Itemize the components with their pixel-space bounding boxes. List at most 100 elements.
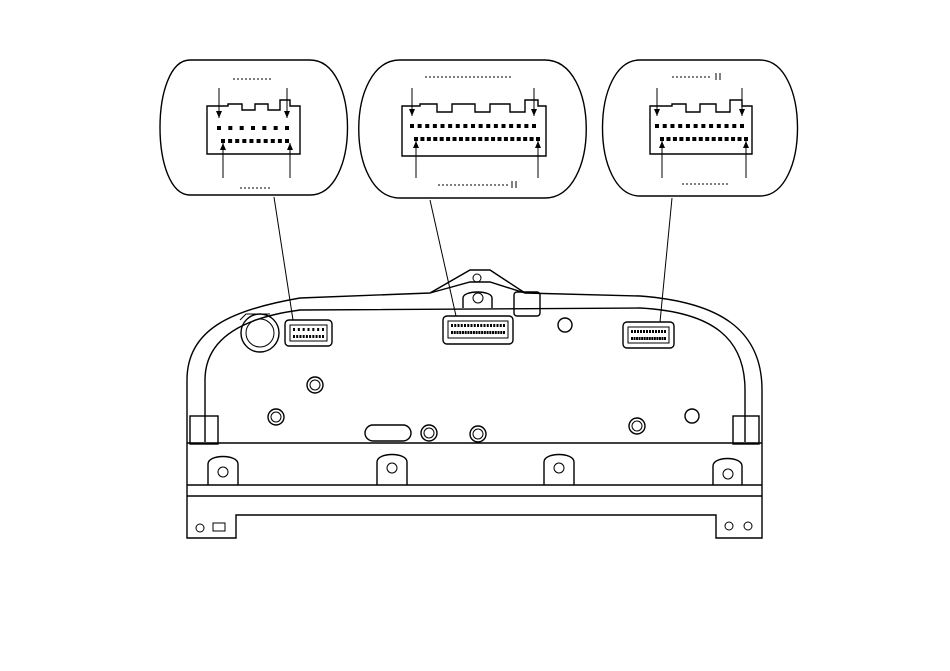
pin-top: [239, 126, 244, 130]
pin-bottom: [658, 337, 661, 340]
pin-top: [251, 126, 255, 130]
pin-bottom: [414, 137, 418, 141]
pin-top: [509, 124, 514, 128]
pin-bottom: [242, 139, 247, 143]
pin-top: [477, 324, 479, 327]
pin-bottom: [322, 335, 324, 338]
pin-bottom: [461, 331, 464, 334]
pin-bottom: [312, 335, 315, 338]
pin-top: [451, 324, 453, 327]
pin-top: [670, 124, 675, 128]
pin-bottom: [472, 331, 475, 334]
pin-top: [480, 324, 483, 327]
pin-top: [516, 124, 521, 128]
pin-bottom: [484, 137, 489, 141]
pin-bottom: [471, 137, 476, 141]
pin-top: [483, 324, 486, 327]
pin-bottom: [646, 337, 649, 340]
pin-top: [649, 330, 651, 333]
pin-bottom: [648, 337, 651, 340]
cluster-housing: [186, 269, 763, 539]
arrow-head: [659, 141, 665, 148]
callout-right: [601, 59, 799, 197]
pin-bottom: [503, 331, 505, 334]
pin-bottom: [439, 137, 444, 141]
pin-top: [662, 124, 667, 128]
pin-bottom: [296, 335, 299, 338]
pin-top: [317, 328, 320, 331]
pin-top: [322, 328, 324, 331]
pin-top: [473, 324, 476, 327]
pin-top: [655, 124, 659, 128]
pin-bottom: [489, 331, 492, 334]
pin-bottom: [458, 137, 463, 141]
pin-bottom: [651, 337, 654, 340]
pin-top: [455, 124, 460, 128]
pin-bottom: [679, 137, 684, 141]
pin-top: [716, 124, 721, 128]
pin-bottom: [478, 331, 481, 334]
pin-top: [448, 124, 453, 128]
pin-bottom: [293, 335, 295, 338]
pin-top: [493, 324, 496, 327]
mounted-connector-center: [442, 315, 514, 345]
pin-top: [486, 324, 489, 327]
pin-bottom: [464, 331, 467, 334]
pin-top: [678, 124, 683, 128]
pin-top: [228, 126, 233, 130]
pin-bottom: [653, 337, 656, 340]
callout-center: [358, 59, 587, 199]
pin-bottom: [744, 137, 748, 141]
pin-bottom: [228, 139, 233, 143]
pin-top: [467, 324, 470, 327]
pin-top: [634, 330, 636, 333]
pin-bottom: [426, 137, 431, 141]
pin-bottom: [235, 139, 240, 143]
pin-top: [637, 330, 639, 333]
pin-bottom: [263, 139, 268, 143]
pin-bottom: [737, 137, 742, 141]
pin-top: [709, 124, 714, 128]
pin-bottom: [481, 331, 484, 334]
pin-top: [643, 330, 645, 333]
pin-top: [297, 328, 300, 331]
mounting-holes: [267, 317, 700, 443]
pin-top: [655, 330, 657, 333]
pin-bottom: [711, 137, 716, 141]
pin-bottom: [305, 335, 308, 338]
pin-top: [503, 324, 505, 327]
pin-top: [661, 330, 663, 333]
arrow-head: [216, 111, 222, 118]
pin-bottom: [451, 331, 453, 334]
pin-top: [631, 330, 633, 333]
pin-top: [285, 126, 289, 130]
pin-top: [454, 324, 457, 327]
pin-bottom: [494, 331, 497, 334]
pin-top: [701, 124, 706, 128]
pin-top: [460, 324, 463, 327]
pin-bottom: [491, 137, 496, 141]
pin-top: [417, 124, 422, 128]
pin-top: [410, 124, 414, 128]
pin-bottom: [500, 331, 503, 334]
arrow-head: [409, 109, 415, 116]
pin-bottom: [475, 331, 478, 334]
pin-top: [724, 124, 729, 128]
pin-bottom: [486, 331, 489, 334]
pin-bottom: [309, 335, 312, 338]
pin-bottom: [672, 137, 677, 141]
pin-pointer-arrows: [216, 88, 749, 178]
pin-top: [432, 124, 437, 128]
pin-bottom: [536, 137, 540, 141]
arrow-head: [531, 109, 537, 116]
pin-bottom: [497, 137, 502, 141]
pin-top: [693, 124, 698, 128]
pin-bottom: [470, 331, 473, 334]
pin-bottom: [318, 335, 321, 338]
pin-top: [486, 124, 491, 128]
pin-top: [501, 124, 506, 128]
pin-top: [312, 328, 315, 331]
pin-bottom: [631, 337, 633, 340]
